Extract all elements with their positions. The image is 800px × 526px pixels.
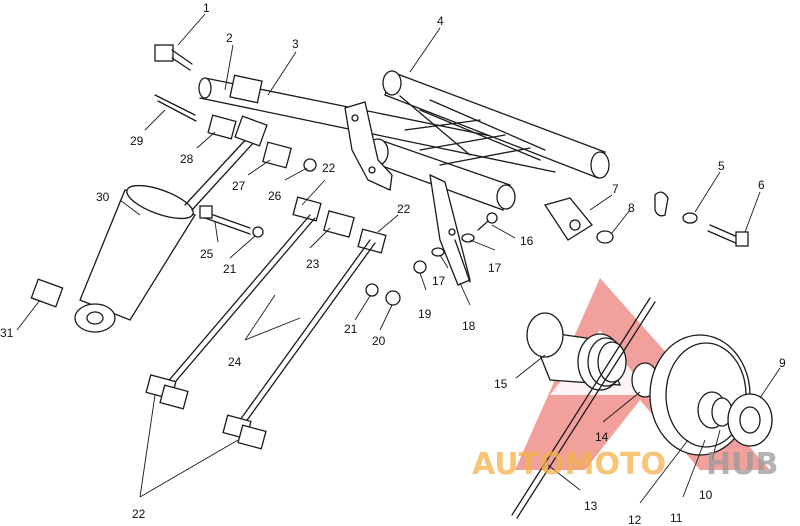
- callout-17b: 17: [432, 274, 446, 288]
- callout-31: 31: [0, 326, 14, 340]
- watermark-text-hub: HUB: [706, 447, 778, 482]
- callout-11: 11: [670, 511, 683, 525]
- callout-3: 3: [292, 37, 299, 51]
- shock-absorber: [30, 115, 268, 333]
- leader-lines: [16, 13, 781, 504]
- callout-29: 29: [130, 134, 144, 148]
- callout-26: 26: [268, 189, 282, 203]
- callout-13: 13: [584, 499, 598, 513]
- callout-10: 10: [699, 488, 713, 502]
- callout-5: 5: [718, 159, 725, 173]
- callout-4: 4: [437, 14, 444, 28]
- callout-2: 2: [226, 31, 233, 45]
- callout-8: 8: [628, 201, 635, 215]
- callout-25: 25: [200, 247, 214, 261]
- callout-12: 12: [628, 513, 642, 526]
- callout-30: 30: [96, 190, 110, 204]
- callout-24: 24: [228, 355, 242, 369]
- watermark-text-automoto: AUTOMOTO: [472, 447, 666, 482]
- watermark-text: AUTOMOTO HUB: [472, 447, 778, 482]
- callout-28: 28: [180, 152, 194, 166]
- callout-20: 20: [372, 334, 386, 348]
- callout-27: 27: [232, 179, 246, 193]
- callout-18: 18: [462, 319, 476, 333]
- callout-14: 14: [595, 430, 609, 444]
- callout-9: 9: [779, 356, 786, 370]
- rear-suspension-frame: [198, 70, 610, 286]
- callout-7: 7: [612, 182, 619, 196]
- hardware-parts: [145, 44, 749, 450]
- callout-21b: 21: [223, 262, 237, 276]
- callout-6: 6: [758, 178, 765, 192]
- callout-1: 1: [203, 1, 210, 15]
- callout-22a: 22: [322, 161, 336, 175]
- callout-22c: 22: [132, 507, 146, 521]
- callout-19: 19: [418, 307, 432, 321]
- callout-22b: 22: [397, 202, 411, 216]
- callout-16: 16: [520, 234, 534, 248]
- rear-idler-assembly: [511, 297, 773, 519]
- callout-21a: 21: [344, 322, 358, 336]
- callout-23: 23: [306, 257, 320, 271]
- callout-15: 15: [494, 377, 508, 391]
- callout-17a: 17: [488, 261, 502, 275]
